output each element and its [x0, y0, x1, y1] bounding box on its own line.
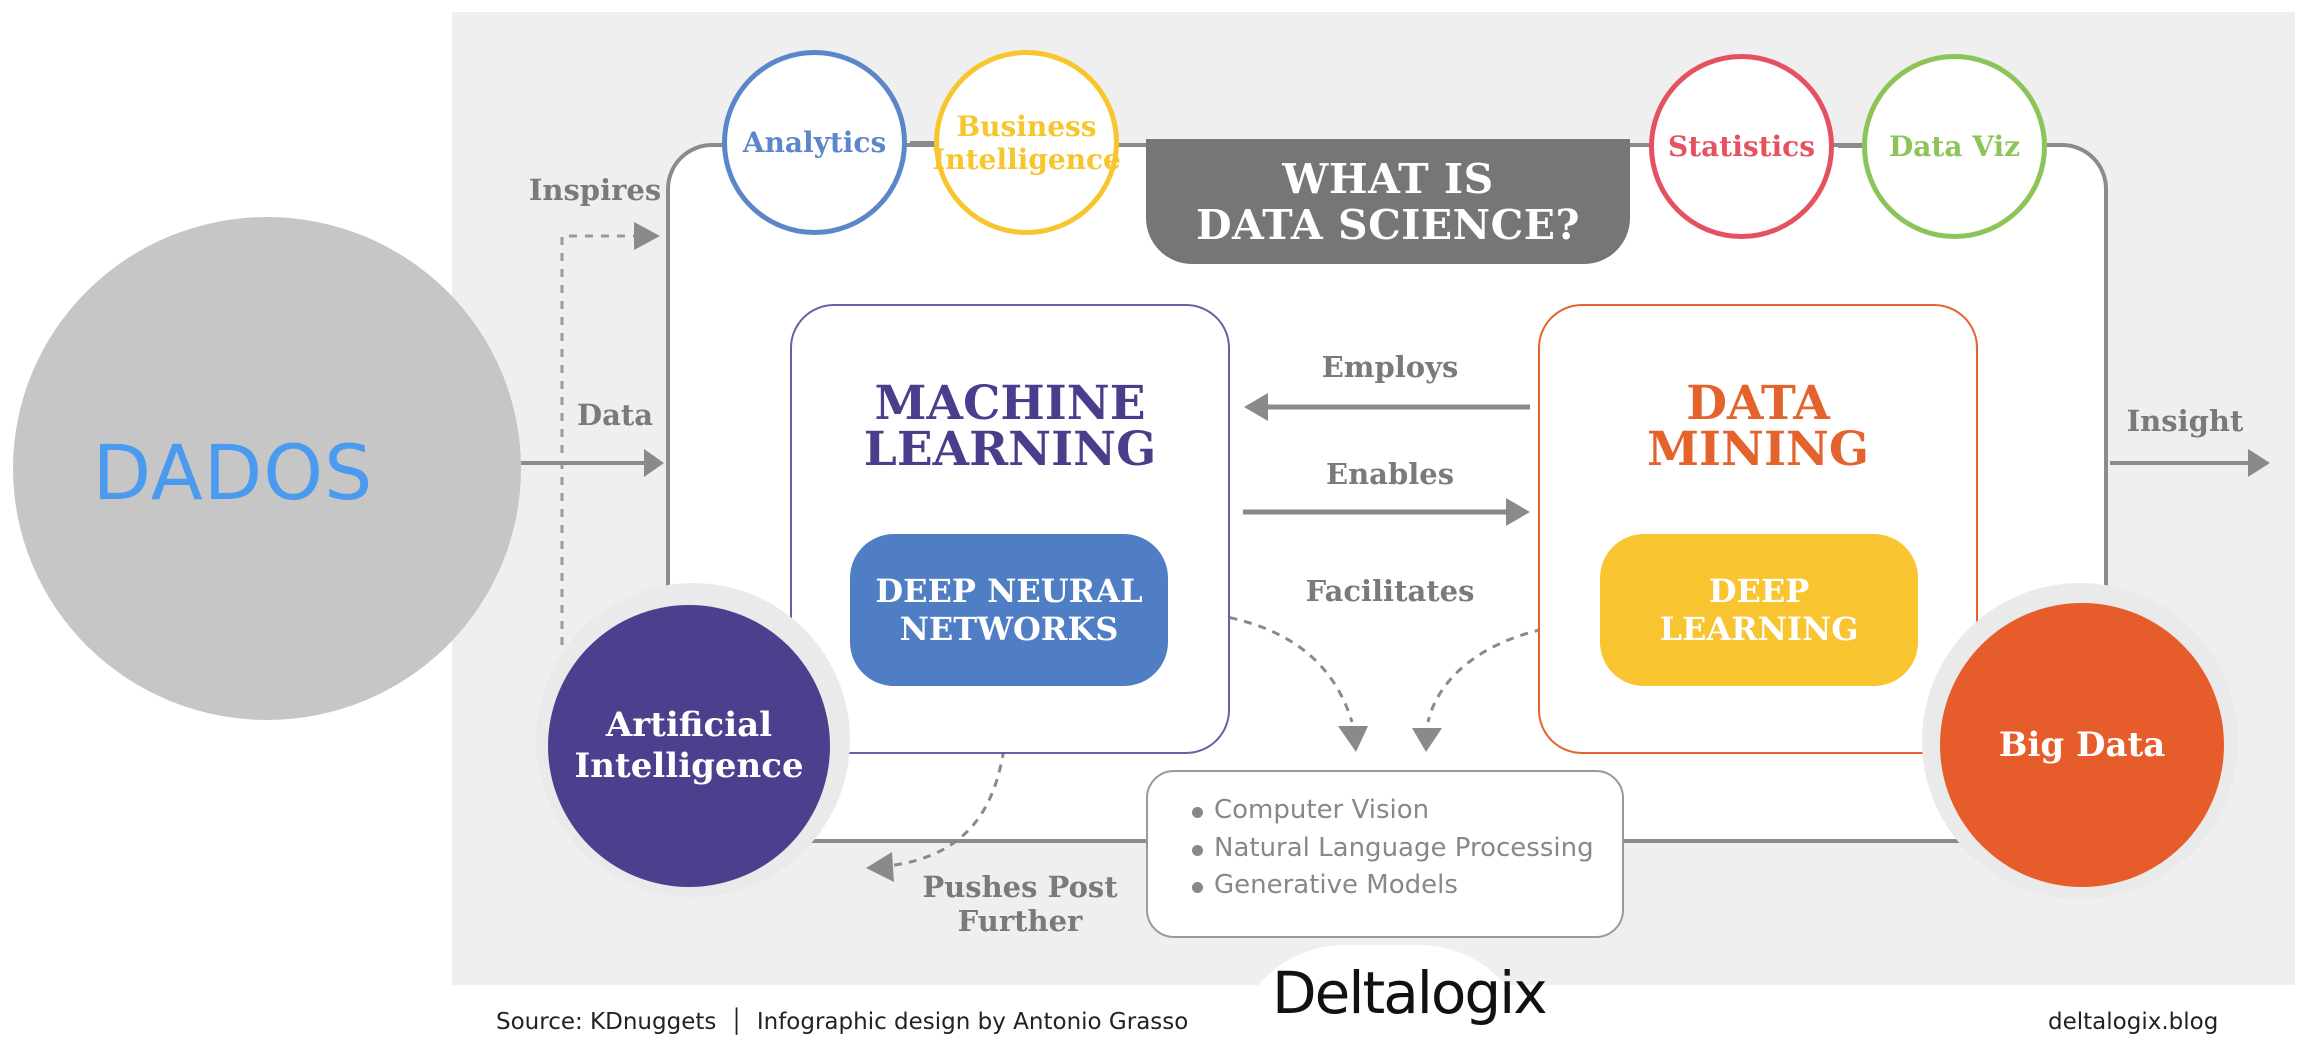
statistics-circle: Statistics — [1649, 54, 1834, 239]
dados-circle: DADOS — [13, 217, 521, 720]
site-url[interactable]: deltalogix.blog — [2048, 1009, 2219, 1035]
dnn-to-apps-arrowhead — [1338, 726, 1368, 752]
data-arrowhead — [644, 449, 664, 477]
data-viz-label: Data Viz — [1888, 130, 2021, 163]
insight-label: Insight — [2126, 404, 2244, 438]
deep-neural-networks-label: DEEP NEURAL NETWORKS — [875, 572, 1143, 648]
inspires-arrowhead — [634, 222, 660, 250]
application-item: Natural Language Processing — [1192, 830, 1622, 868]
analytics-label: Analytics — [742, 126, 887, 159]
page-title: WHAT IS DATA SCIENCE? — [1195, 154, 1581, 249]
logo-badge — [1232, 945, 1532, 1058]
design-credit-text: Infographic design by Antonio Grasso — [756, 1009, 1189, 1035]
deep-learning-label: DEEP LEARNING — [1659, 572, 1859, 648]
machine-learning-panel: MACHINE LEARNING — [790, 304, 1230, 754]
facilitates-label: Facilitates — [1305, 574, 1475, 608]
pushes-post-further-label: Pushes Post Further — [922, 870, 1118, 938]
data-viz-circle: Data Viz — [1862, 54, 2047, 239]
applications-box: Computer Vision Natural Language Process… — [1146, 770, 1624, 938]
application-item: Computer Vision — [1192, 792, 1622, 830]
source-text: Source: KDnuggets — [496, 1009, 717, 1035]
employs-label: Employs — [1321, 350, 1459, 384]
inspires-label: Inspires — [528, 173, 662, 207]
deltalogix-logo: Deltalogix — [1272, 959, 1548, 1027]
dados-label: DADOS — [92, 428, 374, 517]
data-input-label: Data — [576, 398, 654, 432]
business-intelligence-circle: Business Intelligence — [932, 50, 1121, 235]
dnn-to-ai-arrowhead — [866, 852, 894, 882]
enables-label: Enables — [1325, 457, 1455, 491]
footer-source: Source: KDnuggets │ Infographic design b… — [496, 1009, 1188, 1035]
machine-learning-title: MACHINE LEARNING — [863, 376, 1157, 477]
inspires-dashed-line — [560, 234, 640, 645]
employs-arrowhead — [1244, 393, 1268, 421]
statistics-label: Statistics — [1667, 130, 1815, 163]
business-intelligence-label: Business Intelligence — [932, 109, 1121, 176]
big-data-circle: Big Data — [1940, 603, 2224, 887]
title-tab: WHAT IS DATA SCIENCE? — [1146, 139, 1630, 264]
insight-arrowhead — [2248, 449, 2270, 477]
deep-learning-pill: DEEP LEARNING — [1600, 534, 1918, 686]
artificial-intelligence-circle: Artificial Intelligence — [548, 605, 830, 887]
deep-neural-networks-pill: DEEP NEURAL NETWORKS — [850, 534, 1168, 686]
analytics-circle: Analytics — [722, 50, 907, 235]
application-item: Generative Models — [1192, 867, 1622, 905]
enables-arrowhead — [1506, 498, 1530, 526]
artificial-intelligence-label: Artificial Intelligence — [574, 705, 804, 786]
dl-to-apps-arrowhead — [1412, 728, 1442, 752]
data-mining-title: DATA MINING — [1646, 376, 1870, 477]
big-data-label: Big Data — [1998, 724, 2166, 765]
footer-divider: │ — [729, 1009, 744, 1035]
data-mining-panel: DATA MINING — [1538, 304, 1978, 754]
